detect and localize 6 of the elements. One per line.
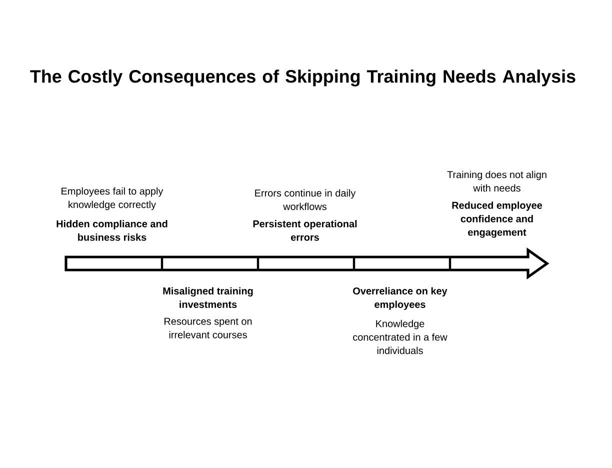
consequence-text: Training does not align with needs Reduced employee confidence and engagement — [447, 170, 546, 238]
consequence-text: Errors continue in daily workflows Persistent operational errors — [253, 189, 357, 241]
title: The Costly Consequences of Skipping Training Needs Analysis — [30, 70, 576, 86]
consequence-text: Employees fail to apply knowledge correctly Hidden compliance and business risks — [56, 187, 168, 241]
consequence-text: Misaligned training investments Resources spent on irrelevant courses — [163, 287, 253, 338]
consequence-text: Overreliance on key employees Knowledge concentrated in a few individuals — [353, 287, 448, 354]
